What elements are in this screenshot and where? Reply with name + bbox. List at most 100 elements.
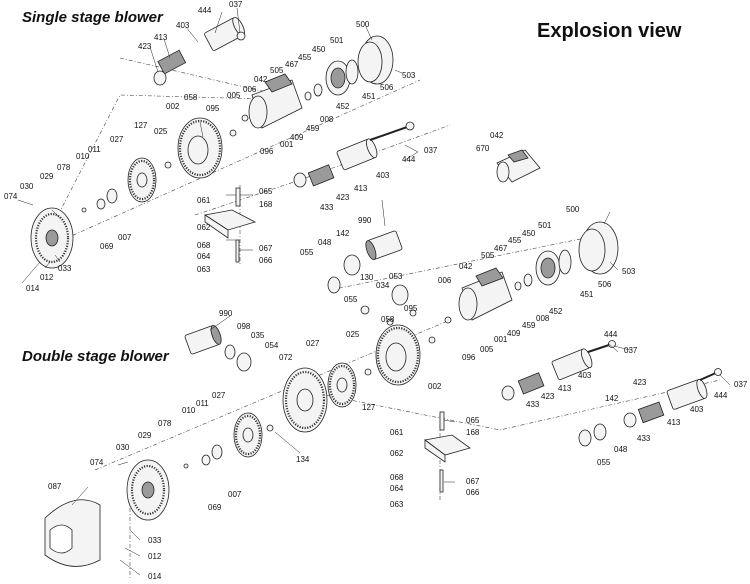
label-029: 029 (40, 172, 54, 181)
part-053 (391, 284, 409, 306)
label-010d: 010 (182, 406, 196, 415)
label-068: 068 (197, 241, 211, 250)
label-450: 450 (312, 45, 326, 54)
label-450d: 450 (522, 229, 536, 238)
part-078 (81, 207, 87, 213)
part-011 (106, 188, 118, 204)
label-065d: 065 (466, 416, 480, 425)
part-098 (224, 344, 236, 360)
double-stage-parts (44, 221, 722, 567)
label-433d2: 433 (637, 434, 651, 443)
label-403d1: 403 (578, 371, 592, 380)
label-072: 072 (279, 353, 293, 362)
label-455: 455 (298, 53, 312, 62)
bracket-062d (424, 434, 471, 463)
label-030d: 030 (116, 443, 130, 452)
part-055b (360, 305, 370, 315)
label-058: 058 (184, 93, 198, 102)
part-005 (241, 114, 249, 122)
cap-037d2 (714, 368, 722, 376)
section-title-single-stage: Single stage blower (22, 9, 163, 26)
label-011: 011 (88, 145, 101, 154)
housing-002 (177, 117, 223, 179)
label-423d1: 423 (541, 392, 555, 401)
part-134 (266, 424, 274, 432)
part-127 (164, 161, 172, 169)
label-058d: 058 (381, 315, 395, 324)
label-030: 030 (20, 182, 34, 191)
fan-cover-500 (357, 35, 394, 85)
part-011d (211, 444, 223, 460)
label-451: 451 (362, 92, 376, 101)
part-455d (523, 273, 533, 287)
label-037: 037 (229, 0, 243, 9)
label-413d2: 413 (667, 418, 681, 427)
motor-thumbnail (496, 149, 541, 183)
label-012: 012 (40, 273, 54, 282)
silencer-403d1 (551, 348, 593, 381)
label-459d: 459 (522, 321, 536, 330)
part-078d (183, 463, 189, 469)
label-062: 062 (197, 223, 211, 232)
label-506d: 506 (598, 280, 612, 289)
part-095 (409, 309, 417, 317)
diagram-title: Explosion view (537, 20, 682, 42)
label-027: 027 (110, 135, 124, 144)
label-423: 423 (138, 42, 152, 51)
part-055c (578, 429, 592, 447)
label-006: 006 (243, 85, 257, 94)
label-095: 095 (206, 104, 220, 113)
label-501d: 501 (538, 221, 552, 230)
silencer-403b (336, 138, 378, 171)
label-042: 042 (254, 75, 268, 84)
motor-042 (248, 73, 303, 129)
label-048a: 048 (318, 238, 332, 247)
label-025d: 025 (346, 330, 360, 339)
part-054 (236, 352, 252, 372)
label-033d: 033 (148, 536, 162, 545)
label-451d: 451 (580, 290, 594, 299)
silencer-413d2 (637, 401, 665, 424)
label-069d: 069 (208, 503, 222, 512)
label-142a: 142 (336, 229, 350, 238)
label-033: 033 (58, 264, 72, 273)
label-064d: 064 (390, 484, 404, 493)
label-066d: 066 (466, 488, 480, 497)
label-037d2: 037 (734, 380, 748, 389)
label-127: 127 (134, 121, 148, 130)
label-027a: 027 (212, 391, 226, 400)
label-054: 054 (265, 341, 279, 350)
label-444d1: 444 (604, 330, 618, 339)
label-001d: 001 (494, 335, 508, 344)
impeller-072 (282, 367, 328, 433)
label-037d1: 037 (624, 346, 638, 355)
label-006d: 006 (438, 276, 452, 285)
silencer-413b (307, 164, 335, 187)
label-990b: 990 (219, 309, 233, 318)
part-467 (304, 91, 312, 101)
label-168: 168 (259, 200, 273, 209)
label-042-thumb: 042 (490, 131, 504, 140)
label-087: 087 (48, 482, 62, 491)
silencer-990a (365, 230, 403, 261)
label-409: 409 (290, 133, 304, 142)
label-168d: 168 (466, 428, 480, 437)
label-095d: 095 (404, 304, 418, 313)
label-505: 505 (270, 66, 284, 75)
label-005d: 005 (480, 345, 494, 354)
label-011d: 011 (196, 399, 209, 408)
label-506: 506 (380, 83, 394, 92)
housing-002d (375, 324, 421, 386)
label-034: 034 (376, 281, 390, 290)
section-title-double-stage: Double stage blower (22, 348, 169, 365)
label-444: 444 (198, 6, 212, 15)
label-048b: 048 (614, 445, 628, 454)
label-503: 503 (402, 71, 416, 80)
bracket-062 (203, 209, 257, 239)
label-010: 010 (76, 152, 90, 161)
label-065: 065 (259, 187, 273, 196)
bolt-065 (235, 187, 241, 207)
cover-030 (30, 207, 74, 269)
label-066: 066 (259, 256, 273, 265)
